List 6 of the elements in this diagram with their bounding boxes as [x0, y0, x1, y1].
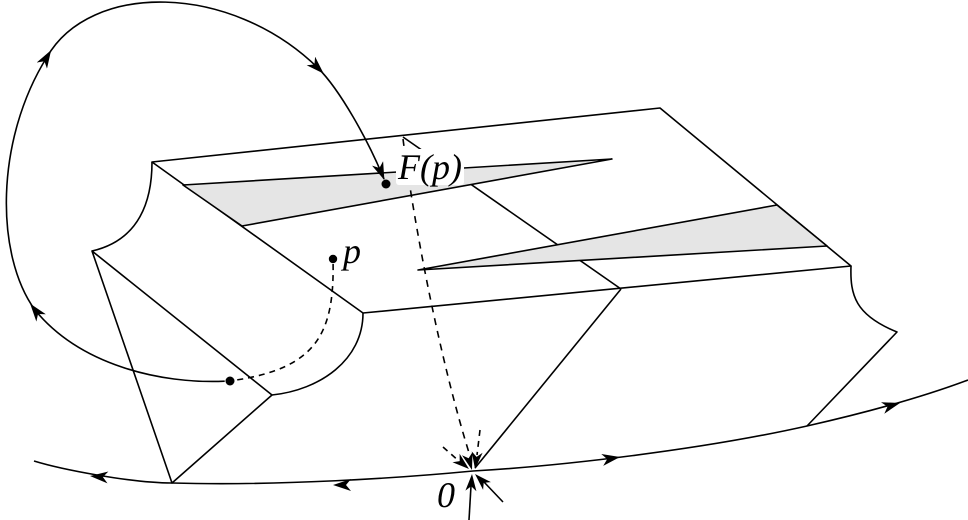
curved-arrow: [6, 1, 385, 382]
dot-icon: [328, 254, 338, 264]
point-label: F(p): [396, 149, 464, 185]
dot-icon: [226, 376, 234, 386]
dot-icon: [382, 180, 390, 188]
dashed-curve: [235, 264, 334, 381]
